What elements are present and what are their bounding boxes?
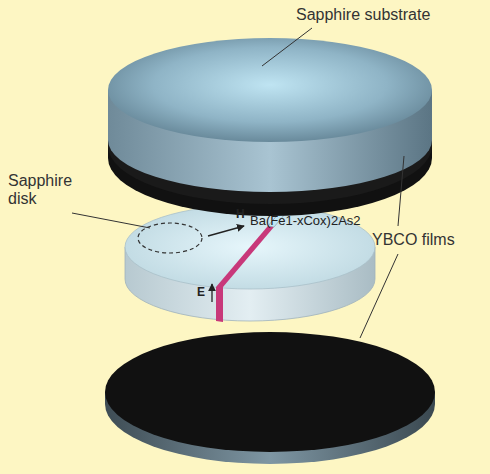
vector-label: E bbox=[197, 286, 205, 300]
part-label: Sapphire substrate bbox=[296, 6, 430, 24]
vector-label: H bbox=[236, 208, 245, 222]
leader-line bbox=[72, 213, 150, 228]
sample-label: Ba(Fe1-xCox)2As2 bbox=[250, 214, 361, 229]
e-vector bbox=[211, 284, 212, 302]
sapphire-disk-top bbox=[125, 205, 375, 289]
h-vector bbox=[208, 226, 244, 236]
leader-line bbox=[360, 254, 398, 338]
part-label: YBCO films bbox=[372, 231, 455, 249]
leader-line bbox=[398, 156, 404, 226]
sapphire-substrate-top bbox=[108, 38, 432, 142]
sample-side bbox=[216, 287, 223, 322]
leader-line bbox=[262, 28, 312, 66]
part-label: Sapphire disk bbox=[8, 172, 88, 209]
bottom-ybco-film bbox=[105, 332, 435, 452]
